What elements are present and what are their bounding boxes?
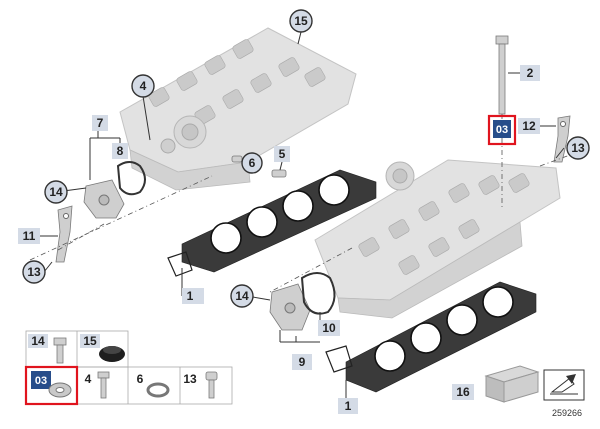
callout-03-highlight[interactable]: 03	[487, 114, 517, 146]
plug-5[interactable]	[271, 169, 287, 178]
bracket-11[interactable]	[55, 205, 73, 263]
seal-ring-upper[interactable]	[116, 161, 146, 196]
cover-plate-upper[interactable]	[83, 179, 125, 219]
callout-7[interactable]: 7	[92, 115, 108, 131]
svg-text:15: 15	[294, 14, 308, 28]
bracket-12[interactable]	[553, 115, 571, 163]
dowel-6[interactable]	[231, 155, 243, 163]
legend-item-03[interactable]: 03	[24, 365, 79, 406]
svg-text:1: 1	[345, 399, 352, 413]
cylinder-head-right[interactable]	[314, 159, 561, 319]
callout-15[interactable]: 15	[289, 9, 313, 33]
seal-ring-lower[interactable]	[300, 272, 336, 315]
svg-text:10: 10	[322, 321, 336, 335]
head-gasket-lower[interactable]	[325, 281, 537, 393]
svg-text:4: 4	[85, 372, 92, 386]
svg-text:15: 15	[83, 334, 97, 348]
svg-text:13: 13	[183, 372, 197, 386]
callout-1-lower[interactable]: 1	[338, 398, 358, 414]
svg-text:6: 6	[249, 156, 256, 170]
cylinder-head-left[interactable]	[119, 27, 357, 191]
svg-text:1: 1	[187, 289, 194, 303]
head-gasket-upper[interactable]	[167, 169, 377, 277]
svg-text:8: 8	[117, 144, 124, 158]
svg-text:14: 14	[235, 289, 249, 303]
svg-text:14: 14	[31, 334, 45, 348]
svg-text:11: 11	[23, 229, 36, 243]
legend-item-4[interactable]: 4	[85, 371, 110, 399]
callout-12[interactable]: 12	[518, 118, 540, 134]
callout-6[interactable]: 6	[241, 152, 263, 174]
callout-16[interactable]: 16	[452, 384, 474, 400]
callout-5[interactable]: 5	[274, 146, 290, 162]
svg-text:13: 13	[27, 265, 41, 279]
legend-item-6[interactable]: 6	[137, 372, 170, 398]
callout-10[interactable]: 10	[318, 320, 340, 336]
svg-text:9: 9	[299, 355, 306, 369]
svg-text:7: 7	[97, 116, 104, 130]
callout-1-upper[interactable]: 1	[182, 288, 204, 304]
callout-13-right[interactable]: 13	[566, 136, 590, 160]
callout-4[interactable]: 4	[131, 74, 155, 98]
callout-14-lower[interactable]: 14	[230, 284, 254, 308]
callout-11[interactable]: 11	[18, 228, 40, 244]
svg-text:16: 16	[456, 385, 470, 399]
legend-item-14[interactable]: 14	[28, 334, 67, 364]
svg-text:03: 03	[496, 124, 508, 136]
svg-text:12: 12	[522, 119, 536, 133]
arrow-icon[interactable]	[543, 369, 585, 401]
svg-text:4: 4	[140, 79, 147, 93]
legend-item-13[interactable]: 13	[183, 371, 218, 399]
svg-text:13: 13	[571, 141, 585, 155]
cover-plate-lower[interactable]	[269, 283, 311, 331]
svg-text:14: 14	[49, 185, 63, 199]
callout-13-left[interactable]: 13	[22, 260, 46, 284]
callout-2[interactable]: 2	[520, 65, 540, 81]
part-box-16[interactable]	[484, 365, 540, 403]
diagram-id: 259266	[552, 408, 582, 418]
svg-text:6: 6	[137, 372, 144, 386]
svg-text:03: 03	[35, 375, 47, 387]
legend-item-15[interactable]: 15	[80, 334, 125, 362]
callout-14-upper[interactable]: 14	[44, 180, 68, 204]
svg-text:5: 5	[279, 147, 286, 161]
callout-8[interactable]: 8	[112, 143, 128, 159]
svg-text:2: 2	[527, 66, 534, 80]
callout-9[interactable]: 9	[292, 354, 312, 370]
